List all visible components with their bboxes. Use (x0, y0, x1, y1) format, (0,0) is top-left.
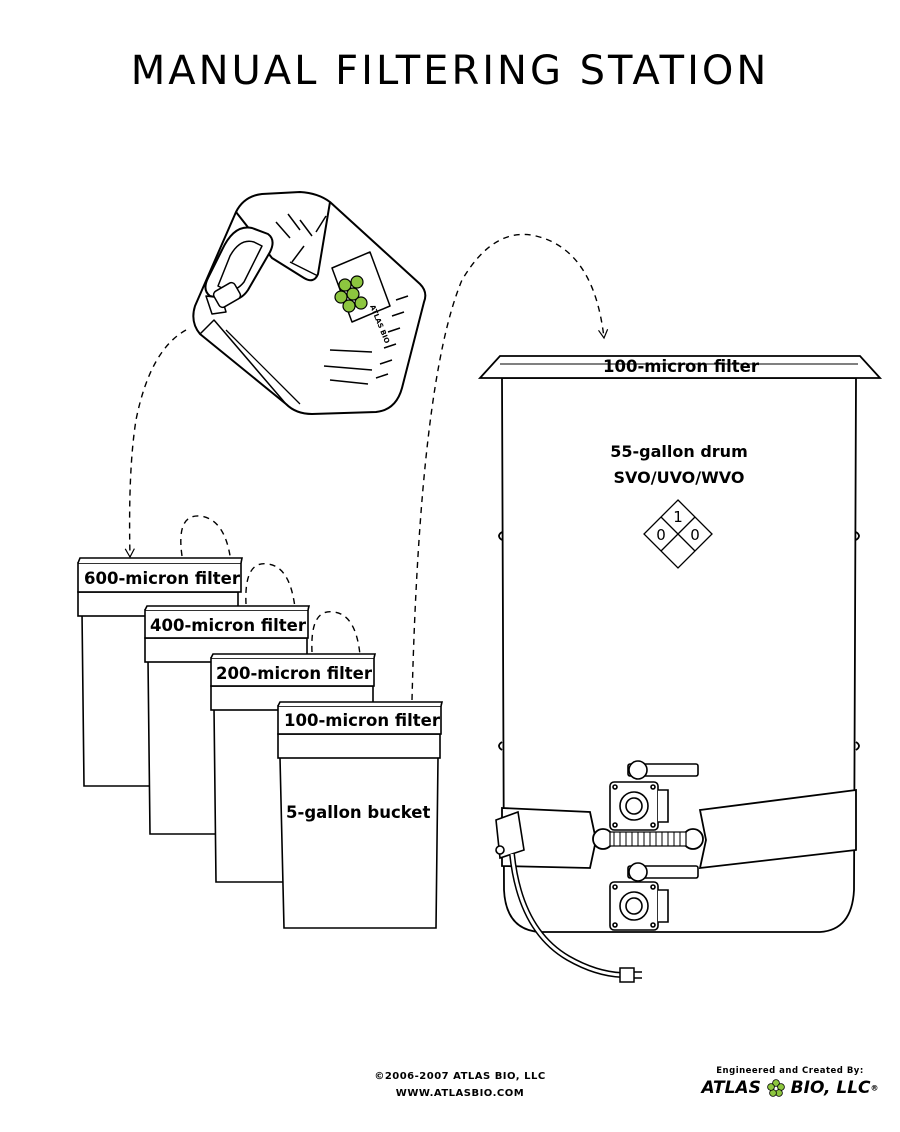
upper-valve-icon (609, 760, 699, 831)
website-link[interactable]: WWW.ATLASBIO.COM (395, 1088, 525, 1099)
footer-copyright: ©2006-2007 ATLAS BIO, LLC WWW.ATLASBIO.C… (300, 1068, 620, 1102)
hazard-reactivity-value: 0 (690, 526, 700, 544)
bucket-100 (277, 701, 444, 929)
bucket-100-filter-label: 100-micron filter (284, 711, 441, 730)
power-cord-icon (509, 853, 642, 983)
drum (477, 355, 883, 933)
heater-band (501, 788, 857, 870)
flower-logo-icon (766, 1079, 785, 1097)
jug-logo-icon (334, 275, 368, 313)
bucket-600-filter-label: 600-micron filter (84, 569, 241, 588)
page-title: MANUAL FILTERING STATION (130, 48, 770, 94)
registered-mark: ® (870, 1083, 879, 1093)
copyright-text: ©2006-2007 ATLAS BIO, LLC (374, 1071, 546, 1082)
flow-arrow-bucket-to-drum (411, 233, 609, 701)
heater-controller-icon (495, 810, 525, 860)
drum-name-label: 55-gallon drum (610, 442, 747, 461)
bucket-400-filter-label: 400-micron filter (150, 616, 307, 635)
footer-credit: Engineered and Created By: ATLAS BIO, LL… (700, 1066, 880, 1098)
lower-valve-icon (609, 862, 699, 931)
hazard-health-value: 0 (656, 526, 666, 544)
engineered-by-text: Engineered and Created By: (716, 1066, 864, 1076)
brand-left-text: ATLAS (701, 1078, 761, 1098)
bucket-body-label: 5-gallon bucket (286, 803, 430, 822)
drum-contents-label: SVO/UVO/WVO (614, 468, 745, 487)
drum-filter-label: 100-micron filter (603, 357, 760, 376)
bucket-200-filter-label: 200-micron filter (216, 664, 373, 683)
brand-right-text: BIO, LLC (790, 1078, 871, 1098)
flow-arrow-jug-to-600 (124, 329, 187, 559)
oil-jug (192, 191, 427, 415)
hazard-flammability-value: 1 (673, 508, 683, 526)
hazard-diamond-icon (643, 499, 713, 569)
brand-logo: ATLAS BIO, LLC® (700, 1078, 880, 1098)
